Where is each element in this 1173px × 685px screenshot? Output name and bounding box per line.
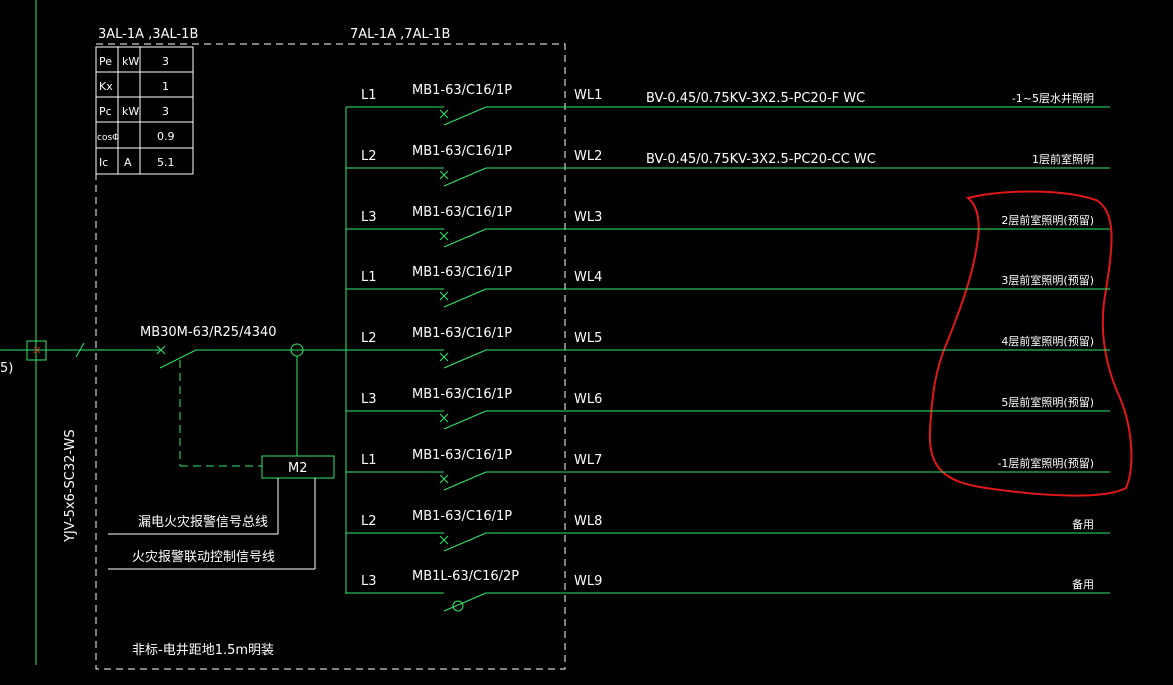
main-breaker-blade [159,349,197,369]
circuit-id: WL4 [574,270,602,285]
breaker-x-b [439,474,449,484]
circuit-load: -1~5层水井照明 [1012,91,1094,105]
param-name-3: cosΦ [97,133,119,143]
circuit-row: L1 MB1-63/C16/1P WL1 BV-0.45/0.75KV-3X2.5-P… [346,83,1110,126]
param-value-4: 5.1 [157,156,175,169]
rcd-marker [452,600,464,612]
circuit-id: WL1 [574,88,602,103]
fire-link-label: 火灾报警联动控制信号线 [132,549,275,565]
header-left-label: 3AL-1A ,3AL-1B [98,27,198,42]
breaker-blade [443,106,487,126]
static-layer: 5) YJV-5x6-SC32-WS MB30M-63/R25/4340 M2 … [0,0,1133,670]
header-right-label: 7AL-1A ,7AL-1B [350,27,450,42]
breaker-blade [443,228,487,248]
circuit-id: WL3 [574,210,602,225]
circuit-id: WL6 [574,392,602,407]
circuit-row: L3 MB1L-63/C16/2P WL9 备用 [346,569,1110,612]
circuit-cable: BV-0.45/0.75KV-3X2.5-PC20-CC WC [646,152,876,167]
circuit-breaker: MB1L-63/C16/2P [412,569,519,584]
circuit-row: L1 MB1-63/C16/1P WL4 3层前室照明(预留) [346,265,1110,308]
circuit-id: WL7 [574,453,602,468]
circuit-row: L3 MB1-63/C16/1P WL6 5层前室照明(预留) [346,387,1110,430]
param-value-1: 1 [162,80,169,93]
param-name-0: Pe [99,55,112,68]
circuit-load: 1层前室照明 [1032,152,1094,166]
param-name-1: Kx [99,80,113,93]
circuit-row: L2 MB1-63/C16/1P WL2 BV-0.45/0.75KV-3X2.5-P… [346,144,1110,187]
circuit-phase: L1 [361,270,377,285]
param-unit-0: kW [122,55,139,68]
circuit-breaker: MB1-63/C16/1P [412,509,512,524]
param-name-4: Ic [99,156,108,169]
circuit-cable: BV-0.45/0.75KV-3X2.5-PC20-F WC [646,91,865,106]
parameter-table: Pe kW 3 Kx 1 Pc kW 3 cosΦ 0.9 Ic A 5.1 [95,46,194,175]
circuit-phase: L3 [361,210,377,225]
breaker-x-b [439,291,449,301]
param-unit-4: A [124,156,132,169]
m2-module-box [261,455,335,479]
install-note: 非标-电井距地1.5m明装 [132,643,274,658]
circuit-load: -1层前室照明(预留) [997,456,1094,470]
param-name-2: Pc [99,105,112,118]
breaker-x-b [439,413,449,423]
circuit-phase: L1 [361,88,377,103]
param-value-0: 3 [162,55,169,68]
circuit-load: 4层前室照明(预留) [1001,334,1094,348]
circuit-phase: L2 [361,514,377,529]
circuit-load: 3层前室照明(预留) [1001,273,1094,287]
leak-alarm-label: 漏电火灾报警信号总线 [138,514,268,530]
circuit-row: L2 MB1-63/C16/1P WL5 4层前室照明(预留) [346,326,1110,369]
breaker-blade [443,592,487,612]
circuit-load: 5层前室照明(预留) [1001,395,1094,409]
circuit-row: L3 MB1-63/C16/1P WL3 2层前室照明(预留) [346,205,1110,248]
circuit-breaker: MB1-63/C16/1P [412,448,512,463]
breaker-blade [443,532,487,552]
param-unit-2: kW [122,105,139,118]
circuit-phase: L2 [361,149,377,164]
param-value-3: 0.9 [157,130,175,143]
circuit-load: 备用 [1072,517,1094,531]
breaker-x-b [439,231,449,241]
circuit-phase: L3 [361,392,377,407]
cable-tick [75,342,85,358]
breaker-x-b [439,109,449,119]
circuit-id: WL9 [574,574,602,589]
breaker-x-b [439,352,449,362]
main-breaker-x-b [156,345,166,355]
main-breaker-label: MB30M-63/R25/4340 [140,325,277,340]
circuit-load: 2层前室照明(预留) [1001,213,1094,227]
circuit-phase: L1 [361,453,377,468]
breaker-x-b [439,170,449,180]
circuit-phase: L3 [361,574,377,589]
breaker-blade [443,471,487,491]
circuit-breaker: MB1-63/C16/1P [412,326,512,341]
breaker-blade [443,349,487,369]
circuit-id: WL8 [574,514,602,529]
circuit-load: 备用 [1072,577,1094,591]
enclosure-frame [95,43,566,670]
circuit-breaker: MB1-63/C16/1P [412,83,512,98]
circuit-id: WL5 [574,331,602,346]
circuit-phase: L2 [361,331,377,346]
edge-text: 5) [0,361,13,376]
circuit-row: L2 MB1-63/C16/1P WL8 备用 [346,509,1110,552]
breaker-blade [443,167,487,187]
breaker-blade [443,288,487,308]
circuit-breaker: MB1-63/C16/1P [412,144,512,159]
incoming-cable-label: YJV-5x6-SC32-WS [63,429,78,543]
red-markup-outline [928,190,1133,497]
breaker-blade [443,410,487,430]
param-value-2: 3 [162,105,169,118]
circuit-breaker: MB1-63/C16/1P [412,205,512,220]
circuit-id: WL2 [574,149,602,164]
circuit-row: L1 MB1-63/C16/1P WL7 -1层前室照明(预留) [346,448,1110,491]
circuit-breaker: MB1-63/C16/1P [412,265,512,280]
circuit-breaker: MB1-63/C16/1P [412,387,512,402]
breaker-x-b [439,535,449,545]
m2-module-label: M2 [288,461,308,476]
